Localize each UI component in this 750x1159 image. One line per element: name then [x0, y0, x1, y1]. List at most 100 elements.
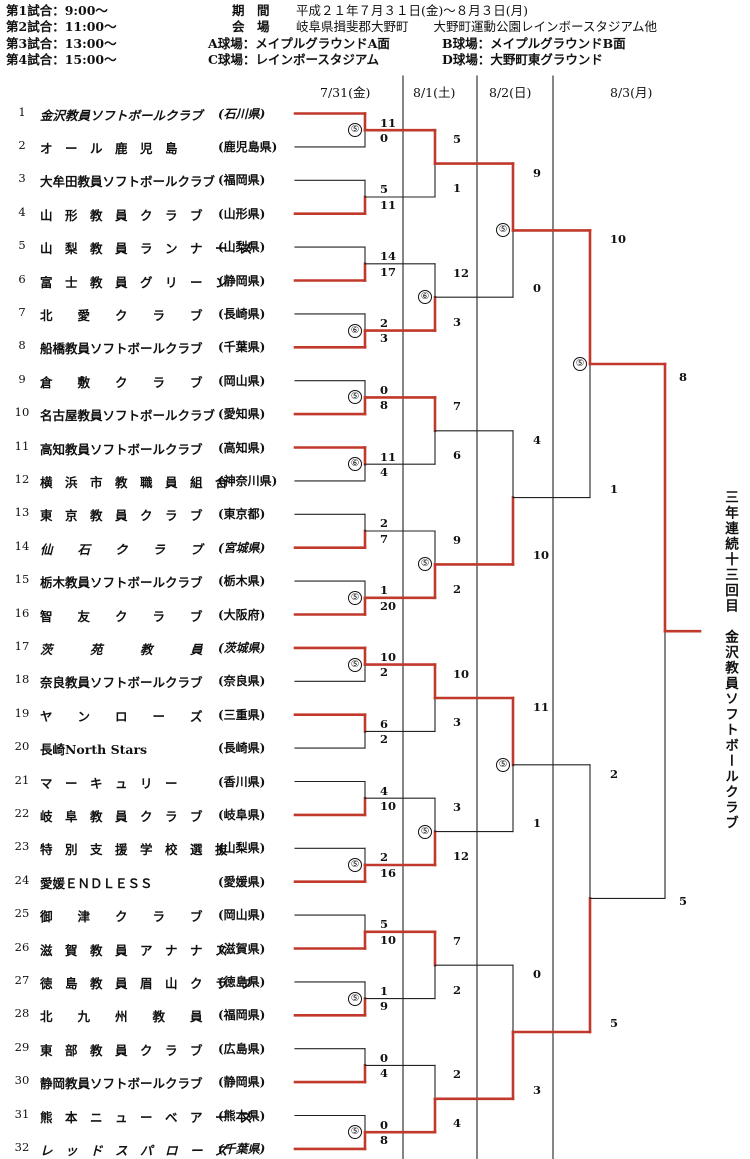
team-name: 高知教員ソフトボールクラブ	[40, 441, 203, 457]
team-number: 19	[14, 705, 30, 720]
team-number: 13	[14, 505, 30, 520]
team-name: 大牟田教員ソフトボールクラブ	[40, 174, 216, 190]
round2-score: 3	[453, 715, 462, 730]
round1-score: 17	[380, 264, 397, 279]
team-name: 横 浜 市 教 職 員 組 合	[40, 474, 228, 490]
team-number: 15	[14, 572, 30, 587]
date-round3: 8/2(日)	[489, 85, 532, 100]
team-number: 10	[14, 405, 30, 420]
team-number: 3	[18, 171, 26, 186]
team-name: 徳 島 教 員 眉 山 ク ラ ブ	[40, 975, 253, 991]
team-name: 金沢教員ソフトボールクラブ	[40, 107, 203, 123]
team-name: 北 愛 ク ラ ブ	[40, 307, 203, 323]
team-prefecture: (熊本県)	[218, 1108, 266, 1123]
round3-innings-mark: ⑤	[496, 223, 510, 238]
team-prefecture: (岐阜県)	[218, 807, 266, 822]
team-prefecture: (香川県)	[218, 774, 266, 789]
team-name: 静岡教員ソフトボールクラブ	[40, 1076, 203, 1092]
team-prefecture: (鹿児島県)	[218, 139, 278, 154]
team-name: 山 梨 教 員 ラ ン ナ ー ズ	[40, 241, 253, 257]
round1-score: 7	[380, 531, 389, 546]
team-number: 31	[14, 1106, 30, 1121]
team-name: 船橋教員ソフトボールクラブ	[40, 341, 203, 357]
round2-innings-mark: ⑤	[418, 557, 432, 572]
round1-score: 8	[380, 398, 389, 413]
round2-innings-mark: ⑥	[418, 290, 432, 305]
round2-score: 2	[453, 982, 462, 997]
team-name: 奈良教員ソフトボールクラブ	[40, 675, 203, 691]
round1-score: 11	[380, 197, 397, 212]
round3-score: 9	[533, 165, 542, 180]
round1-score: 6	[380, 716, 389, 731]
team-name: 東 京 教 員 ク ラ ブ	[40, 508, 203, 524]
round1-score: 9	[380, 999, 389, 1014]
team-prefecture: (石川県)	[218, 106, 266, 121]
team-number: 21	[14, 772, 30, 787]
team-prefecture: (神奈川県)	[218, 473, 278, 488]
team-number: 14	[14, 538, 30, 553]
team-name: 滋 賀 教 員 ア ナ ナ ス	[40, 942, 228, 958]
round3-score: 0	[533, 967, 542, 982]
team-prefecture: (愛媛県)	[218, 874, 266, 889]
team-number: 6	[18, 271, 26, 286]
team-name: 岐 阜 教 員 ク ラ ブ	[40, 808, 203, 824]
game-time-4: 第4試合：15:00～	[6, 52, 117, 67]
round1-score: 14	[380, 249, 397, 264]
round2-score: 9	[453, 533, 462, 547]
team-prefecture: (三重県)	[218, 707, 266, 722]
team-number: 5	[18, 238, 26, 253]
period-value: 平成２１年７月３１日(金)～８月３日(月)	[296, 3, 529, 18]
team-name: ヤ ン ロ ー ズ	[40, 708, 203, 724]
team-prefecture: (宮城県)	[218, 540, 266, 555]
team-number: 27	[14, 972, 30, 987]
team-name: 富 士 教 員 グ リ ー ン	[40, 274, 228, 290]
round2-score: 7	[453, 399, 462, 414]
team-prefecture: (岡山県)	[218, 908, 266, 923]
round3-score: 1	[533, 815, 542, 830]
semifinal-score: 5	[610, 1016, 619, 1030]
team-number: 24	[14, 872, 30, 887]
round1-innings-mark: ⑤	[348, 858, 362, 872]
team-number: 30	[14, 1073, 30, 1088]
field-a: A球場：メイプルグラウンドA面	[208, 36, 390, 51]
round1-score: 4	[380, 783, 389, 798]
round1-score: 2	[380, 516, 389, 531]
team-number: 7	[18, 304, 26, 319]
round1-score: 10	[380, 932, 397, 947]
team-name: 北 九 州 教 員	[40, 1009, 203, 1025]
round3-score: 3	[533, 1082, 542, 1097]
round2-score: 1	[453, 181, 462, 195]
round1-score: 4	[380, 464, 389, 479]
team-name: レ ッ ド ス パ ロ ー ズ	[40, 1142, 228, 1158]
field-c: C球場：レインボースタジアム	[208, 52, 379, 67]
round2-score: 2	[453, 1067, 462, 1082]
team-prefecture: (静岡県)	[218, 1075, 266, 1090]
round1-score: 3	[380, 331, 389, 346]
round2-score: 3	[453, 800, 462, 815]
round1-score: 2	[380, 850, 389, 865]
team-name: 倉 敷 ク ラ ブ	[40, 374, 203, 390]
team-name: 長崎North Stars	[40, 742, 148, 758]
round1-score: 0	[380, 1050, 389, 1065]
team-prefecture: (岡山県)	[218, 373, 266, 388]
team-prefecture: (徳島県)	[218, 974, 266, 989]
round1-score: 2	[380, 732, 389, 747]
round2-innings-mark: ⑤	[418, 824, 432, 839]
round1-innings-mark: ⑤	[348, 390, 362, 405]
team-number: 20	[14, 739, 30, 754]
team-name: 栃木教員ソフトボールクラブ	[40, 575, 203, 591]
final-score: 8	[679, 370, 688, 384]
round1-score: 5	[380, 917, 389, 932]
round1-score: 0	[380, 382, 389, 397]
game-time-1: 第1試合：9:00～	[6, 3, 108, 18]
round1-score: 1	[380, 983, 389, 998]
round1-score: 10	[380, 649, 397, 664]
team-number: 22	[14, 805, 30, 820]
game-time-2: 第2試合：11:00～	[6, 19, 117, 34]
semifinal-innings-mark: ⑤	[573, 357, 587, 371]
team-prefecture: (福岡県)	[218, 173, 266, 188]
team-prefecture: (山梨県)	[218, 240, 266, 255]
round1-innings-mark: ⑥	[348, 323, 362, 338]
venue-label: 会 場	[232, 19, 270, 34]
